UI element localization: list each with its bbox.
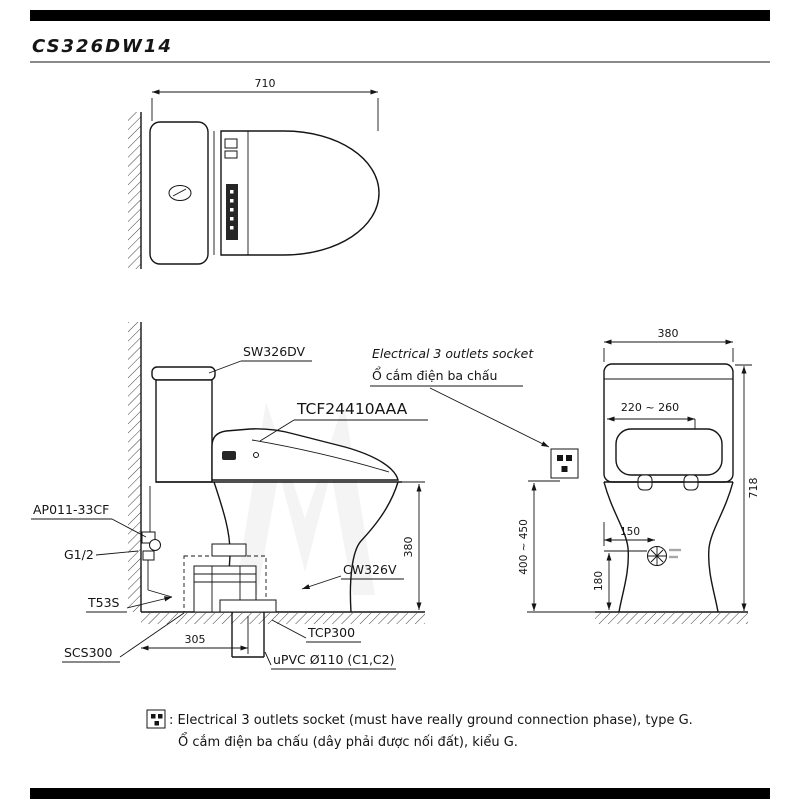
outlet-flange [219,599,277,613]
drain-assembly [183,543,277,658]
supply-valve-assembly [141,486,173,598]
dim-380-side: 380 [402,537,415,558]
control-panel-plan [226,184,238,240]
dim-380-rear: 380 [658,327,679,340]
label-pipe: uPVC Ø110 (C1,C2) [273,652,394,667]
dim-150: 150 [620,526,640,538]
footnote: : Electrical 3 outlets socket (must have… [146,709,693,750]
tank-side [155,379,213,483]
dim-718: 718 [747,478,760,499]
footnote-line2: Ổ cắm điện ba chấu (dây phải được nối đấ… [178,733,518,750]
dim-180: 180 [593,571,605,591]
water-supply-symbol [647,546,681,566]
socket-leader-arrow [429,387,550,448]
dim-socket-range: 220 ~ 260 [621,401,679,414]
bowl-right-profile [349,481,399,613]
wall-hatch-top [128,112,141,269]
label-seal: T53S [87,595,120,610]
label-tank: SW326DV [243,344,306,359]
footnote-line1: : Electrical 3 outlets socket (must have… [169,713,693,728]
label-thread: G1/2 [64,547,94,562]
label-bowl: CW326V [343,562,397,577]
dim-710: 710 [255,77,276,90]
socket-note-icon [146,709,166,729]
washlet-side [211,428,399,481]
header: CS326DW14 [30,10,770,63]
top-border-bar [30,10,770,21]
floor-hatch-rear [595,613,748,624]
label-drain: SCS300 [64,645,113,660]
label-outlet: TCP300 [307,625,355,640]
wall-hatch-side [128,322,141,612]
bottom-border-bar [30,788,770,799]
seat-lid-rear [615,428,723,476]
dim-400-450: 400 ~ 450 [518,519,530,575]
rear-view: 380 220 ~ 260 718 [518,327,760,624]
lid-plan [220,130,380,256]
floor-hatch-side [141,613,425,624]
tank-lid-side [151,366,216,381]
electrical-socket-symbol [550,448,579,479]
side-view: SW326DV TCF24410AAA Electrical 3 outlets… [31,322,550,670]
label-socket-en: Electrical 3 outlets socket [372,346,534,361]
top-view: 710 [128,77,380,269]
label-washlet: TCF24410AAA [296,400,408,418]
side-control-buttons [222,451,236,460]
label-socket-vi: Ổ cắm điện ba chấu [372,367,497,383]
dim-305: 305 [185,633,206,646]
model-number: CS326DW14 [32,36,173,57]
flush-button [168,185,192,201]
label-valve: AP011-33CF [33,502,109,517]
